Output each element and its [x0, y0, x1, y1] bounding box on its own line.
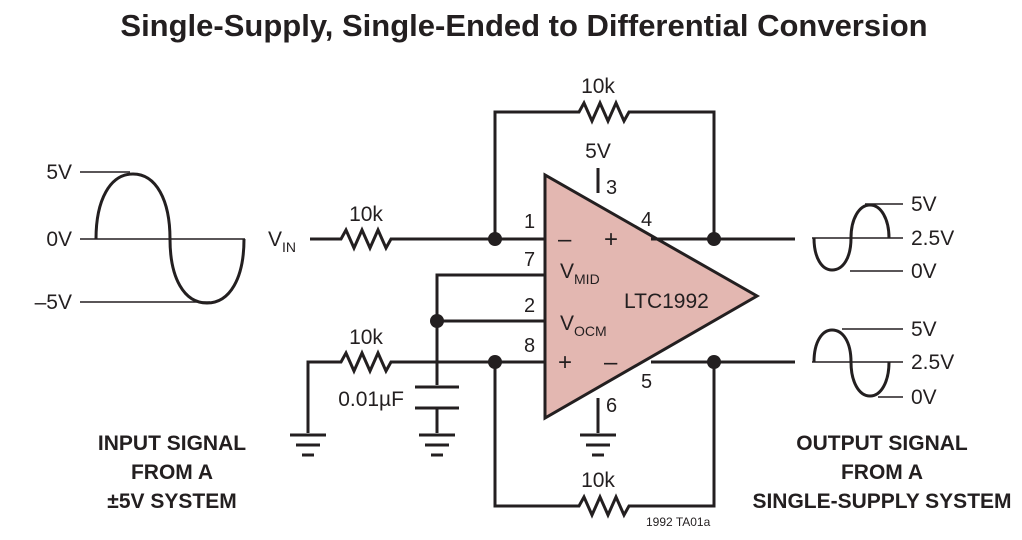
- opamp-part-number: LTC1992: [624, 290, 709, 313]
- out-top-5v-label: 5V: [911, 193, 937, 216]
- pin-1-label: 1: [524, 211, 535, 233]
- input-resistor-10k: [310, 226, 545, 252]
- output-caption: OUTPUT SIGNAL FROM A SINGLE-SUPPLY SYSTE…: [752, 432, 1011, 513]
- junction-dot-pin8: [488, 355, 502, 369]
- noninv-out-minus-sign: –: [558, 226, 572, 253]
- output-top-sine-wave: [812, 203, 891, 272]
- input-caption: INPUT SIGNAL FROM A ±5V SYSTEM: [98, 432, 246, 513]
- pin-6-label: 6: [606, 395, 617, 417]
- input-waveform: 5V 0V –5V: [35, 161, 246, 314]
- vin-label: VIN: [268, 228, 296, 255]
- input-caption-line-2: FROM A: [131, 461, 213, 484]
- junction-dot-bottom-output: [707, 355, 721, 369]
- top-feedback-resistor: [493, 99, 716, 239]
- pin-7-label: 7: [524, 249, 535, 271]
- capacitor-label: 0.01µF: [338, 388, 404, 411]
- bottom-feedback-resistor-label: 10k: [581, 469, 615, 492]
- top-feedback-resistor-label: 10k: [581, 75, 615, 98]
- figure-id: 1992 TA01a: [646, 515, 711, 529]
- vocm-label: VOCM: [560, 312, 607, 339]
- ground-symbol-pin6: [580, 433, 616, 457]
- output-caption-line-1: OUTPUT SIGNAL: [796, 432, 968, 455]
- supply-label: 5V: [585, 140, 611, 163]
- inv-minus-sign: –: [604, 349, 618, 376]
- opamp-body: [543, 172, 761, 421]
- input-caption-line-3: ±5V SYSTEM: [107, 490, 236, 513]
- input-caption-line-1: INPUT SIGNAL: [98, 432, 246, 455]
- output-bottom-sine-wave: [812, 328, 891, 398]
- output-caption-line-2: FROM A: [841, 461, 923, 484]
- output-waveform-bottom: 5V 2.5V 0V: [812, 318, 954, 409]
- junction-dot-top-output: [707, 232, 721, 246]
- pin-5-label: 5: [641, 371, 652, 393]
- input-sine-wave: [94, 172, 246, 305]
- pin-8-label: 8: [524, 335, 535, 357]
- ground-symbol-capacitor: [419, 433, 455, 457]
- vmid-wire: [435, 273, 545, 385]
- pin-2-label: 2: [524, 295, 535, 317]
- out-bottom-5v-label: 5V: [911, 318, 937, 341]
- diagram-title: Single-Supply, Single-Ended to Different…: [120, 8, 927, 43]
- junction-dot-input: [488, 232, 502, 246]
- out-top-0v-label: 0V: [911, 260, 937, 283]
- vmid-label: VMID: [560, 260, 600, 287]
- out-top-2p5v-label: 2.5V: [911, 227, 954, 250]
- input-wave-mid-label: 0V: [46, 228, 72, 251]
- input-wave-bottom-label: –5V: [35, 291, 72, 314]
- input-resistor-label: 10k: [349, 203, 383, 226]
- noninv-in-plus-sign: +: [558, 349, 572, 376]
- bias-resistor-10k: [306, 349, 545, 433]
- bottom-feedback-resistor: [493, 362, 716, 519]
- pin-4-label: 4: [641, 209, 652, 231]
- pin-3-label: 3: [606, 177, 617, 199]
- ground-symbol-resistor: [290, 433, 326, 457]
- input-wave-top-label: 5V: [46, 161, 72, 184]
- bias-resistor-label: 10k: [349, 326, 383, 349]
- output-waveform-top: 5V 2.5V 0V: [812, 193, 954, 283]
- wiring: [306, 99, 795, 519]
- inv-out-plus-sign: +: [604, 226, 618, 253]
- out-bottom-0v-label: 0V: [911, 386, 937, 409]
- out-bottom-2p5v-label: 2.5V: [911, 351, 954, 374]
- output-caption-line-3: SINGLE-SUPPLY SYSTEM: [752, 490, 1011, 513]
- junction-dot-vocm: [430, 314, 444, 328]
